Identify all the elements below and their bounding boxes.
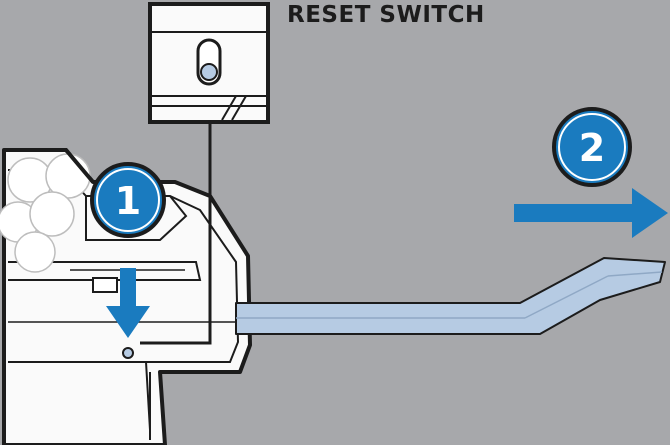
hopper-outline [4, 148, 95, 184]
reset-switch-title: RESET SWITCH [287, 2, 485, 28]
down-arrow-icon [106, 268, 150, 338]
ammo-balls [0, 153, 91, 273]
step-1-badge: 1 [90, 162, 166, 238]
step-1-number: 1 [115, 179, 141, 223]
step-2-number: 2 [579, 126, 605, 170]
callout-leader-line [140, 122, 212, 345]
reset-switch-hole [122, 347, 134, 359]
pull-tab [235, 257, 666, 335]
right-arrow-icon [514, 188, 668, 238]
reset-switch-detail [148, 2, 270, 124]
step-2-badge: 2 [552, 107, 632, 187]
